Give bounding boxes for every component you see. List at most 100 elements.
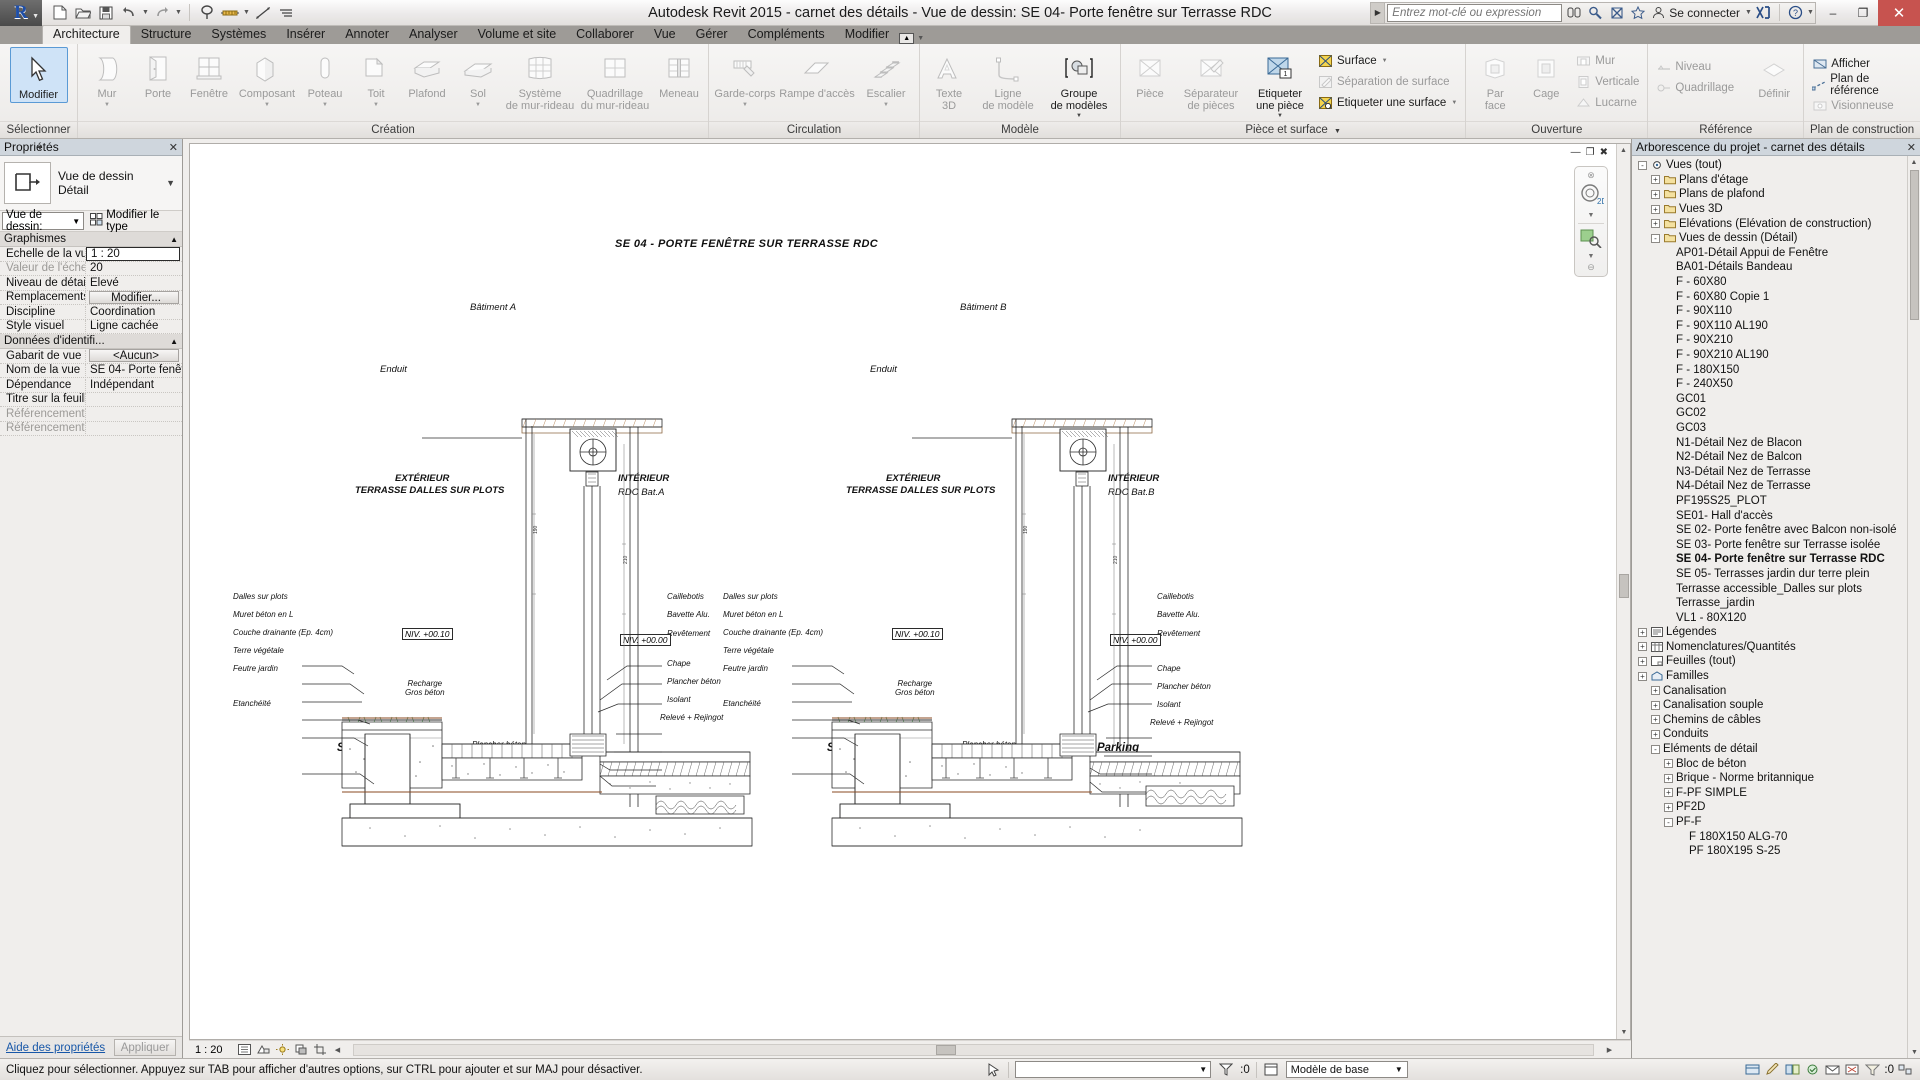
tab-collaborer[interactable]: Collaborer [576, 27, 634, 41]
curtain-system-button[interactable]: Système de mur-rideau [504, 47, 576, 112]
browser-tree-item[interactable]: +Conduits [1632, 727, 1920, 742]
property-row[interactable]: Référencement d... [0, 407, 182, 422]
floor-button[interactable]: Sol ▼ [453, 47, 503, 108]
properties-type-card[interactable]: Vue de dessin Détail ▼ [0, 156, 182, 211]
save-file-icon[interactable] [95, 2, 117, 24]
tab-systemes[interactable]: Systèmes [211, 27, 267, 41]
chevron-down-icon[interactable]: ▼ [475, 101, 481, 108]
expand-icon[interactable]: + [1651, 189, 1660, 199]
view-close-icon[interactable]: ✖ [1599, 147, 1608, 158]
browser-tree-item[interactable]: +Canalisation souple [1632, 698, 1920, 713]
tab-gerer[interactable]: Gérer [695, 27, 728, 41]
wall-button[interactable]: Mur ▼ [82, 47, 132, 108]
ceiling-button[interactable]: Plafond [402, 47, 452, 101]
search-input-wrap[interactable] [1387, 3, 1563, 22]
property-value[interactable]: Ligne cachée [90, 320, 159, 333]
tab-complements[interactable]: Compléments [747, 27, 825, 41]
collapse-icon[interactable]: - [1664, 817, 1673, 827]
property-row[interactable]: Echelle de la vue 1 : 20 [0, 246, 182, 262]
tab-modifier[interactable]: Modifier [844, 27, 890, 41]
view-restore-icon[interactable]: ❐ [1585, 147, 1595, 158]
browser-tree-item[interactable]: Terrasse_jardin [1632, 596, 1920, 611]
measure-dropdown-icon[interactable]: ▼ [243, 9, 250, 16]
sun-icon[interactable] [275, 1043, 290, 1056]
browser-tree-item[interactable]: VL1 - 80X120 [1632, 610, 1920, 625]
steering-wheel-icon[interactable]: 2D [1578, 183, 1607, 210]
expand-icon[interactable]: + [1651, 715, 1660, 725]
zoom-dropdown-icon[interactable]: ▼ [1587, 253, 1595, 260]
property-row[interactable]: Remplacements ... Modifier... [0, 290, 182, 305]
expand-icon[interactable]: + [1651, 204, 1660, 214]
column-button[interactable]: Poteau ▼ [300, 47, 350, 108]
chevron-down-icon[interactable]: ▼ [104, 101, 110, 108]
mullion-button[interactable]: Meneau [654, 47, 704, 101]
sync-icon[interactable] [196, 2, 218, 24]
chevron-down-icon[interactable]: ▼ [1334, 128, 1341, 135]
canvas-horizontal-scrollbar[interactable] [353, 1043, 1594, 1056]
text-icon[interactable] [275, 2, 297, 24]
show-workplane-button[interactable]: Afficher [1808, 54, 1916, 73]
browser-tree-item[interactable]: F 180X150 ALG-70 [1632, 829, 1920, 844]
browser-tree-item[interactable]: PF 180X195 S-25 [1632, 844, 1920, 859]
undo-dropdown-icon[interactable]: ▼ [142, 9, 149, 16]
canvas-vertical-scrollbar[interactable]: ▲ ▼ [1616, 144, 1630, 1039]
type-selector[interactable]: Vue de dessin: ▼ [2, 209, 85, 233]
chevron-down-icon[interactable]: ▼ [1394, 1065, 1403, 1074]
expand-icon[interactable]: + [1638, 627, 1647, 637]
filter-icon[interactable] [1217, 1061, 1234, 1078]
browser-tree-item[interactable]: F - 90X210 AL190 [1632, 348, 1920, 363]
browser-scrollbar[interactable]: ▲▼ [1907, 156, 1920, 1058]
navbar-minus-icon[interactable]: ⊖ [1587, 262, 1595, 272]
grid-button[interactable]: Quadrillage [1652, 78, 1738, 97]
search-input[interactable] [1392, 6, 1558, 19]
edit-type-button[interactable]: Modifier le type [84, 209, 182, 233]
browser-tree-item[interactable]: +Plans d'étage [1632, 173, 1920, 188]
browser-tree-item[interactable]: N1-Détail Nez de Blacon [1632, 435, 1920, 450]
exclude-options-icon[interactable] [1844, 1061, 1861, 1078]
modify-button[interactable]: Modifier [9, 47, 68, 103]
browser-tree-item[interactable]: -Vues (tout) [1632, 158, 1920, 173]
chevron-down-icon[interactable]: ▼ [166, 178, 175, 188]
scroll-thumb[interactable] [936, 1044, 957, 1055]
chevron-down-icon[interactable]: ▼ [742, 101, 748, 108]
scroll-down-icon[interactable]: ▼ [1620, 1029, 1628, 1036]
opening-wall-button[interactable]: Mur [1572, 51, 1643, 70]
browser-tree-item[interactable]: +F-PF SIMPLE [1632, 786, 1920, 801]
browser-tree-item[interactable]: F - 60X80 [1632, 275, 1920, 290]
zoom-region-icon[interactable] [1579, 228, 1603, 251]
close-icon[interactable]: ✕ [1906, 141, 1916, 154]
minimize-ribbon-dropdown-icon[interactable]: ▼ [917, 35, 925, 42]
collapse-icon[interactable]: - [1638, 160, 1647, 170]
browser-tree-item[interactable]: +Nomenclatures/Quantités [1632, 640, 1920, 655]
browser-tree-item[interactable]: SE 03- Porte fenêtre sur Terrasse isolée [1632, 537, 1920, 552]
model-line-button[interactable]: Ligne de modèle [975, 47, 1041, 112]
browser-tree-item[interactable]: N4-Détail Nez de Terrasse [1632, 479, 1920, 494]
collapse-icon[interactable]: - [1651, 233, 1660, 243]
tab-structure[interactable]: Structure [140, 27, 192, 41]
restore-button[interactable]: ❐ [1857, 5, 1869, 20]
design-option-select[interactable]: Modèle de base ▼ [1285, 1061, 1408, 1078]
browser-tree-item[interactable]: -Vues de dessin (Détail) [1632, 231, 1920, 246]
steering-wheel-dropdown-icon[interactable]: ▼ [1587, 212, 1595, 219]
room-separator-button[interactable]: Séparateur de pièces [1176, 47, 1246, 112]
property-value[interactable]: 1 : 20 [86, 246, 180, 261]
browser-tree-item[interactable]: F - 90X110 AL190 [1632, 319, 1920, 334]
property-group-donnees-identification[interactable]: Données d'identifi... ▲ [0, 334, 182, 349]
scroll-down-icon[interactable]: ▼ [1911, 1048, 1918, 1056]
browser-tree-item[interactable]: BA01-Détails Bandeau [1632, 260, 1920, 275]
property-row[interactable]: Référencement d... [0, 422, 182, 436]
browser-tree-item[interactable]: -Eléments de détail [1632, 742, 1920, 757]
minimize-button[interactable]: – [1829, 5, 1837, 20]
measure-icon[interactable] [219, 2, 241, 24]
info-center-expand-icon[interactable]: ▶ [1371, 2, 1386, 23]
tab-volume-et-site[interactable]: Volume et site [477, 27, 557, 41]
redo-dropdown-icon[interactable]: ▼ [175, 9, 182, 16]
property-row[interactable]: Discipline Coordination [0, 305, 182, 320]
chevron-down-icon[interactable]: ▼ [1199, 1065, 1208, 1074]
property-value[interactable]: SE 04- Porte fenêt... [90, 364, 182, 377]
browser-tree[interactable]: -Vues (tout)+Plans d'étage+Plans de plaf… [1632, 156, 1920, 1058]
browser-tree-item[interactable]: F - 180X150 [1632, 362, 1920, 377]
chevron-down-icon[interactable]: ▼ [32, 12, 39, 20]
favorites-star-icon[interactable] [1627, 3, 1648, 23]
expand-icon[interactable]: + [1664, 802, 1673, 812]
